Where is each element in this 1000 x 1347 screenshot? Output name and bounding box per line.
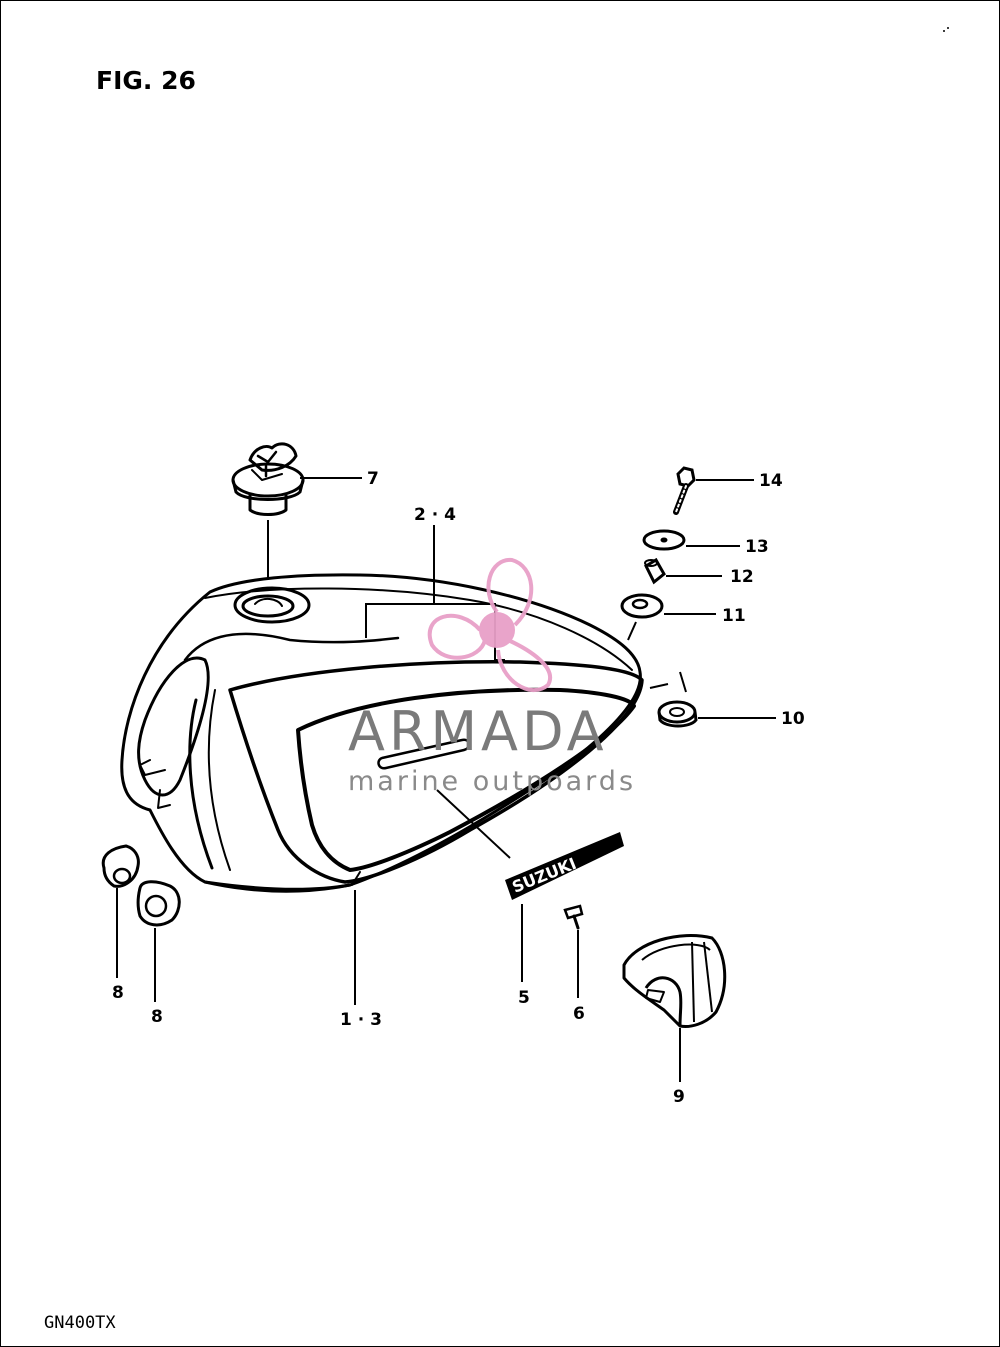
model-code: GN400TX: [44, 1313, 116, 1333]
figure-title: FIG. 26: [96, 66, 196, 95]
emblem-text: SUZUKI: [509, 854, 579, 897]
screw: [563, 904, 584, 930]
callout-10: 10: [781, 709, 805, 729]
fuel-cap: [231, 442, 305, 516]
cushion-8-right: [136, 880, 181, 927]
callout-9: 9: [673, 1087, 685, 1107]
callout-labels: 7 2 · 4 14 13 12 11 10 8 8 1 · 3 5 6 9: [112, 469, 805, 1107]
callout-7: 7: [367, 469, 379, 489]
emblem: SUZUKI: [505, 832, 624, 900]
washer-11: [620, 593, 664, 619]
callout-13: 13: [745, 537, 769, 557]
cushion-10: [657, 700, 698, 728]
propeller-logo: [427, 557, 552, 692]
callout-8-right: 8: [151, 1007, 163, 1027]
callout-12: 12: [730, 567, 754, 587]
fuel-tank: [120, 573, 644, 893]
callout-8-left: 8: [112, 983, 124, 1003]
callout-6: 6: [573, 1004, 585, 1024]
mounting-bolt: [673, 466, 696, 515]
corner-mark: [943, 27, 949, 32]
callout-2-4: 2 · 4: [414, 505, 456, 525]
cushion-8-left: [101, 844, 140, 888]
watermark-brand: ARMADA: [348, 700, 608, 763]
washer-13: [642, 529, 686, 551]
rear-cushion: [622, 934, 727, 1028]
watermark-tagline: marine outpoards: [348, 766, 636, 797]
collar-12: [644, 557, 666, 585]
callout-14: 14: [759, 471, 783, 491]
watermark: ARMADA marine outpoards: [348, 557, 636, 797]
callout-11: 11: [722, 606, 746, 626]
callout-5: 5: [518, 988, 530, 1008]
callout-1-3: 1 · 3: [340, 1010, 382, 1030]
